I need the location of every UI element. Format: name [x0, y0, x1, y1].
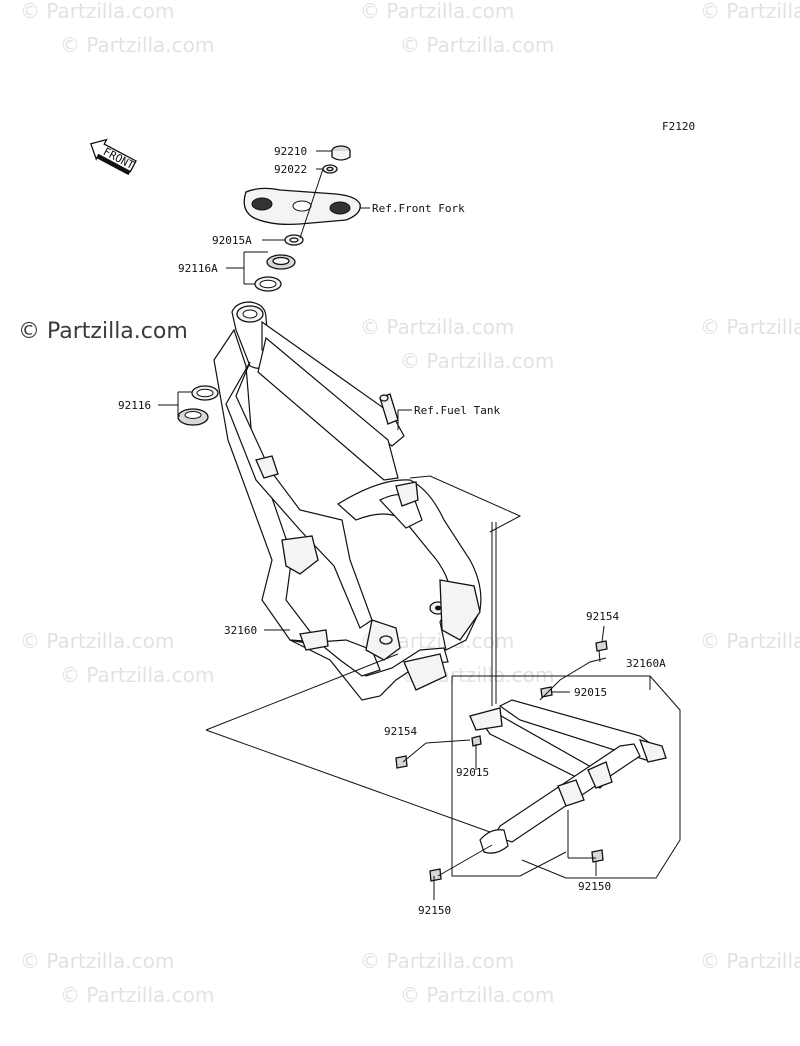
bolt-icon [591, 849, 604, 863]
ref-fuel-tank: Ref.Fuel Tank [414, 404, 500, 417]
part-label-92154[interactable]: 92154 [384, 725, 417, 738]
watermark: © Partzilla.com [700, 0, 800, 23]
part-label-32160A[interactable]: 32160A [626, 657, 666, 670]
part-label-92015A[interactable]: 92015A [212, 234, 252, 247]
part-label-32160[interactable]: 32160 [224, 624, 257, 637]
watermark: © Partzilla.com [360, 0, 514, 23]
subframe-icon [469, 699, 667, 854]
bolt-icon [429, 868, 442, 882]
watermark: © Partzilla.com [400, 983, 554, 1007]
bolt-icon [540, 686, 553, 698]
watermark: © Partzilla.com [400, 33, 554, 57]
main-frame-icon [213, 301, 482, 701]
watermark: © Partzilla.com [700, 949, 800, 973]
leader-lines [158, 150, 681, 900]
bearing-race-icon [254, 276, 282, 292]
stem-nut-icon [331, 145, 351, 161]
lower-bearing-icon [177, 408, 209, 426]
washer-icon [322, 164, 338, 174]
front-arrow-icon: FRONT [89, 138, 137, 176]
watermark: © Partzilla.com [400, 349, 554, 373]
watermark: © Partzilla.com [700, 315, 800, 339]
upper-triple-clamp-icon [243, 187, 361, 226]
part-label-92154[interactable]: 92154 [586, 610, 619, 623]
watermark: © Partzilla.com [360, 315, 514, 339]
part-label-92150[interactable]: 92150 [578, 880, 611, 893]
watermark-dark: © Partzilla.com [18, 319, 188, 344]
watermark: © Partzilla.com [60, 983, 214, 1007]
watermark: © Partzilla.com [20, 0, 174, 23]
part-label-92116A[interactable]: 92116A [178, 262, 218, 275]
diagram-code: F2120 [662, 120, 695, 133]
part-label-92210[interactable]: 92210 [274, 145, 307, 158]
bolt-icon [471, 735, 482, 747]
watermark: © Partzilla.com [60, 33, 214, 57]
ref-front-fork: Ref.Front Fork [372, 202, 465, 215]
watermark: © Partzilla.com [20, 629, 174, 653]
watermark: © Partzilla.com [360, 949, 514, 973]
part-label-92015[interactable]: 92015 [456, 766, 489, 779]
part-label-92116[interactable]: 92116 [118, 399, 151, 412]
watermark-layer: © Partzilla.com © Partzilla.com © Partzi… [18, 0, 800, 1007]
watermark: © Partzilla.com [20, 949, 174, 973]
watermark: © Partzilla.com [700, 629, 800, 653]
part-label-92015[interactable]: 92015 [574, 686, 607, 699]
upper-bearing-icon [266, 254, 296, 270]
part-label-92022[interactable]: 92022 [274, 163, 307, 176]
watermark: © Partzilla.com [60, 663, 214, 687]
lower-race-icon [191, 385, 219, 401]
bolt-icon [395, 755, 408, 769]
part-label-92150[interactable]: 92150 [418, 904, 451, 917]
